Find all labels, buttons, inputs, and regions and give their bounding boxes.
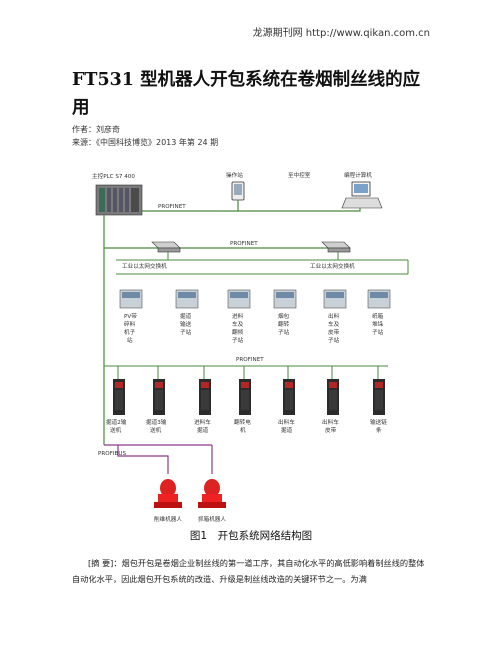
substation-label: 机子 xyxy=(124,328,136,336)
substation-label: 车及 xyxy=(232,320,244,328)
substation-label: 翻转 xyxy=(278,320,290,328)
page-header: 龙源期刊网 http://www.qikan.com.cn xyxy=(252,28,430,39)
substation-label: 站 xyxy=(127,336,133,344)
drive-label: 送机 xyxy=(150,426,162,434)
ethernet-switch xyxy=(321,241,351,253)
drive-row xyxy=(113,379,385,415)
programming-pc xyxy=(341,181,383,209)
substation-label: 子站 xyxy=(232,336,244,344)
plc-label: 主控PLC S7 400 xyxy=(92,172,135,180)
substation-label: 烟包 xyxy=(278,312,290,320)
robot-icon xyxy=(154,479,182,508)
substation-label: 纸箱 xyxy=(372,312,384,320)
substation-label: 出料 xyxy=(328,312,340,320)
top-device-label: 编程计算机 xyxy=(344,171,372,179)
robot-icon xyxy=(198,479,226,508)
switch-label: 工业以太网交换机 xyxy=(122,262,167,270)
profinet-label: PROFINET xyxy=(236,357,264,363)
substation-label: 堆垛 xyxy=(372,320,384,328)
substation-label: 翻倾 xyxy=(232,328,244,336)
substation-label: 皮带 xyxy=(328,328,340,336)
substation-label: 子站 xyxy=(278,328,290,336)
drive-label: 掘道 xyxy=(281,426,293,434)
source-line: 来源：《中国科技博览》2013 年第 24 期 xyxy=(72,138,219,147)
drive-label: 出料车 xyxy=(278,418,295,426)
network-diagram: 主控PLC S7 400 操作站 至中控室 编程计算机 PROFINET PRO… xyxy=(92,171,409,523)
profinet-label: PROFINET xyxy=(230,241,258,247)
drive-label: 翻转电 xyxy=(234,418,251,426)
top-device-label: 操作站 xyxy=(226,171,243,179)
abstract-text: [摘 要]：烟包开包是卷烟企业制丝线的第一道工序，其自动化水平的高低影响着制丝线… xyxy=(72,558,425,584)
drive-label: 送机 xyxy=(110,426,122,434)
drive-label: 进料车 xyxy=(194,418,211,426)
top-device-label: 至中控室 xyxy=(288,171,311,179)
substation-label: 碎料 xyxy=(124,320,136,328)
substation-label: 子站 xyxy=(328,336,340,344)
plc-rack xyxy=(95,184,143,216)
substation-label: 子站 xyxy=(180,328,192,336)
robot-label: 抓箱机器人 xyxy=(198,515,226,523)
substation-row xyxy=(119,289,391,309)
figure-caption: 图1 开包系统网络结构图 xyxy=(189,530,313,542)
profinet-label: PROFINET xyxy=(158,204,186,210)
substation-label: 车及 xyxy=(328,320,340,328)
drive-label: 出料车 xyxy=(322,418,339,426)
substation-label: 掘道 xyxy=(180,312,192,320)
robot-label: 削维机器人 xyxy=(154,515,182,523)
substation-label: 子站 xyxy=(372,328,384,336)
drive-label: 皮带 xyxy=(325,426,337,434)
substation-label: PV带 xyxy=(124,313,137,320)
author-line: 作者：刘彦奇 xyxy=(72,125,120,134)
switch-label: 工业以太网交换机 xyxy=(310,262,355,270)
drive-label: 条 xyxy=(376,426,382,434)
substation-label: 进料 xyxy=(232,312,244,320)
drive-label: 掘道 xyxy=(197,426,209,434)
drive-label: 掘道2输 xyxy=(106,418,127,426)
article-title: FT531 型机器人开包系统在卷烟制丝线的应用 xyxy=(72,70,421,118)
operator-station xyxy=(231,181,245,201)
ethernet-switch xyxy=(151,241,181,253)
drive-label: 输送链 xyxy=(370,418,387,426)
profibus-label: PROFIBUS xyxy=(98,451,126,457)
drive-label: 机 xyxy=(240,426,246,434)
drive-label: 掘道3输 xyxy=(146,418,167,426)
substation-label: 输送 xyxy=(180,320,192,328)
